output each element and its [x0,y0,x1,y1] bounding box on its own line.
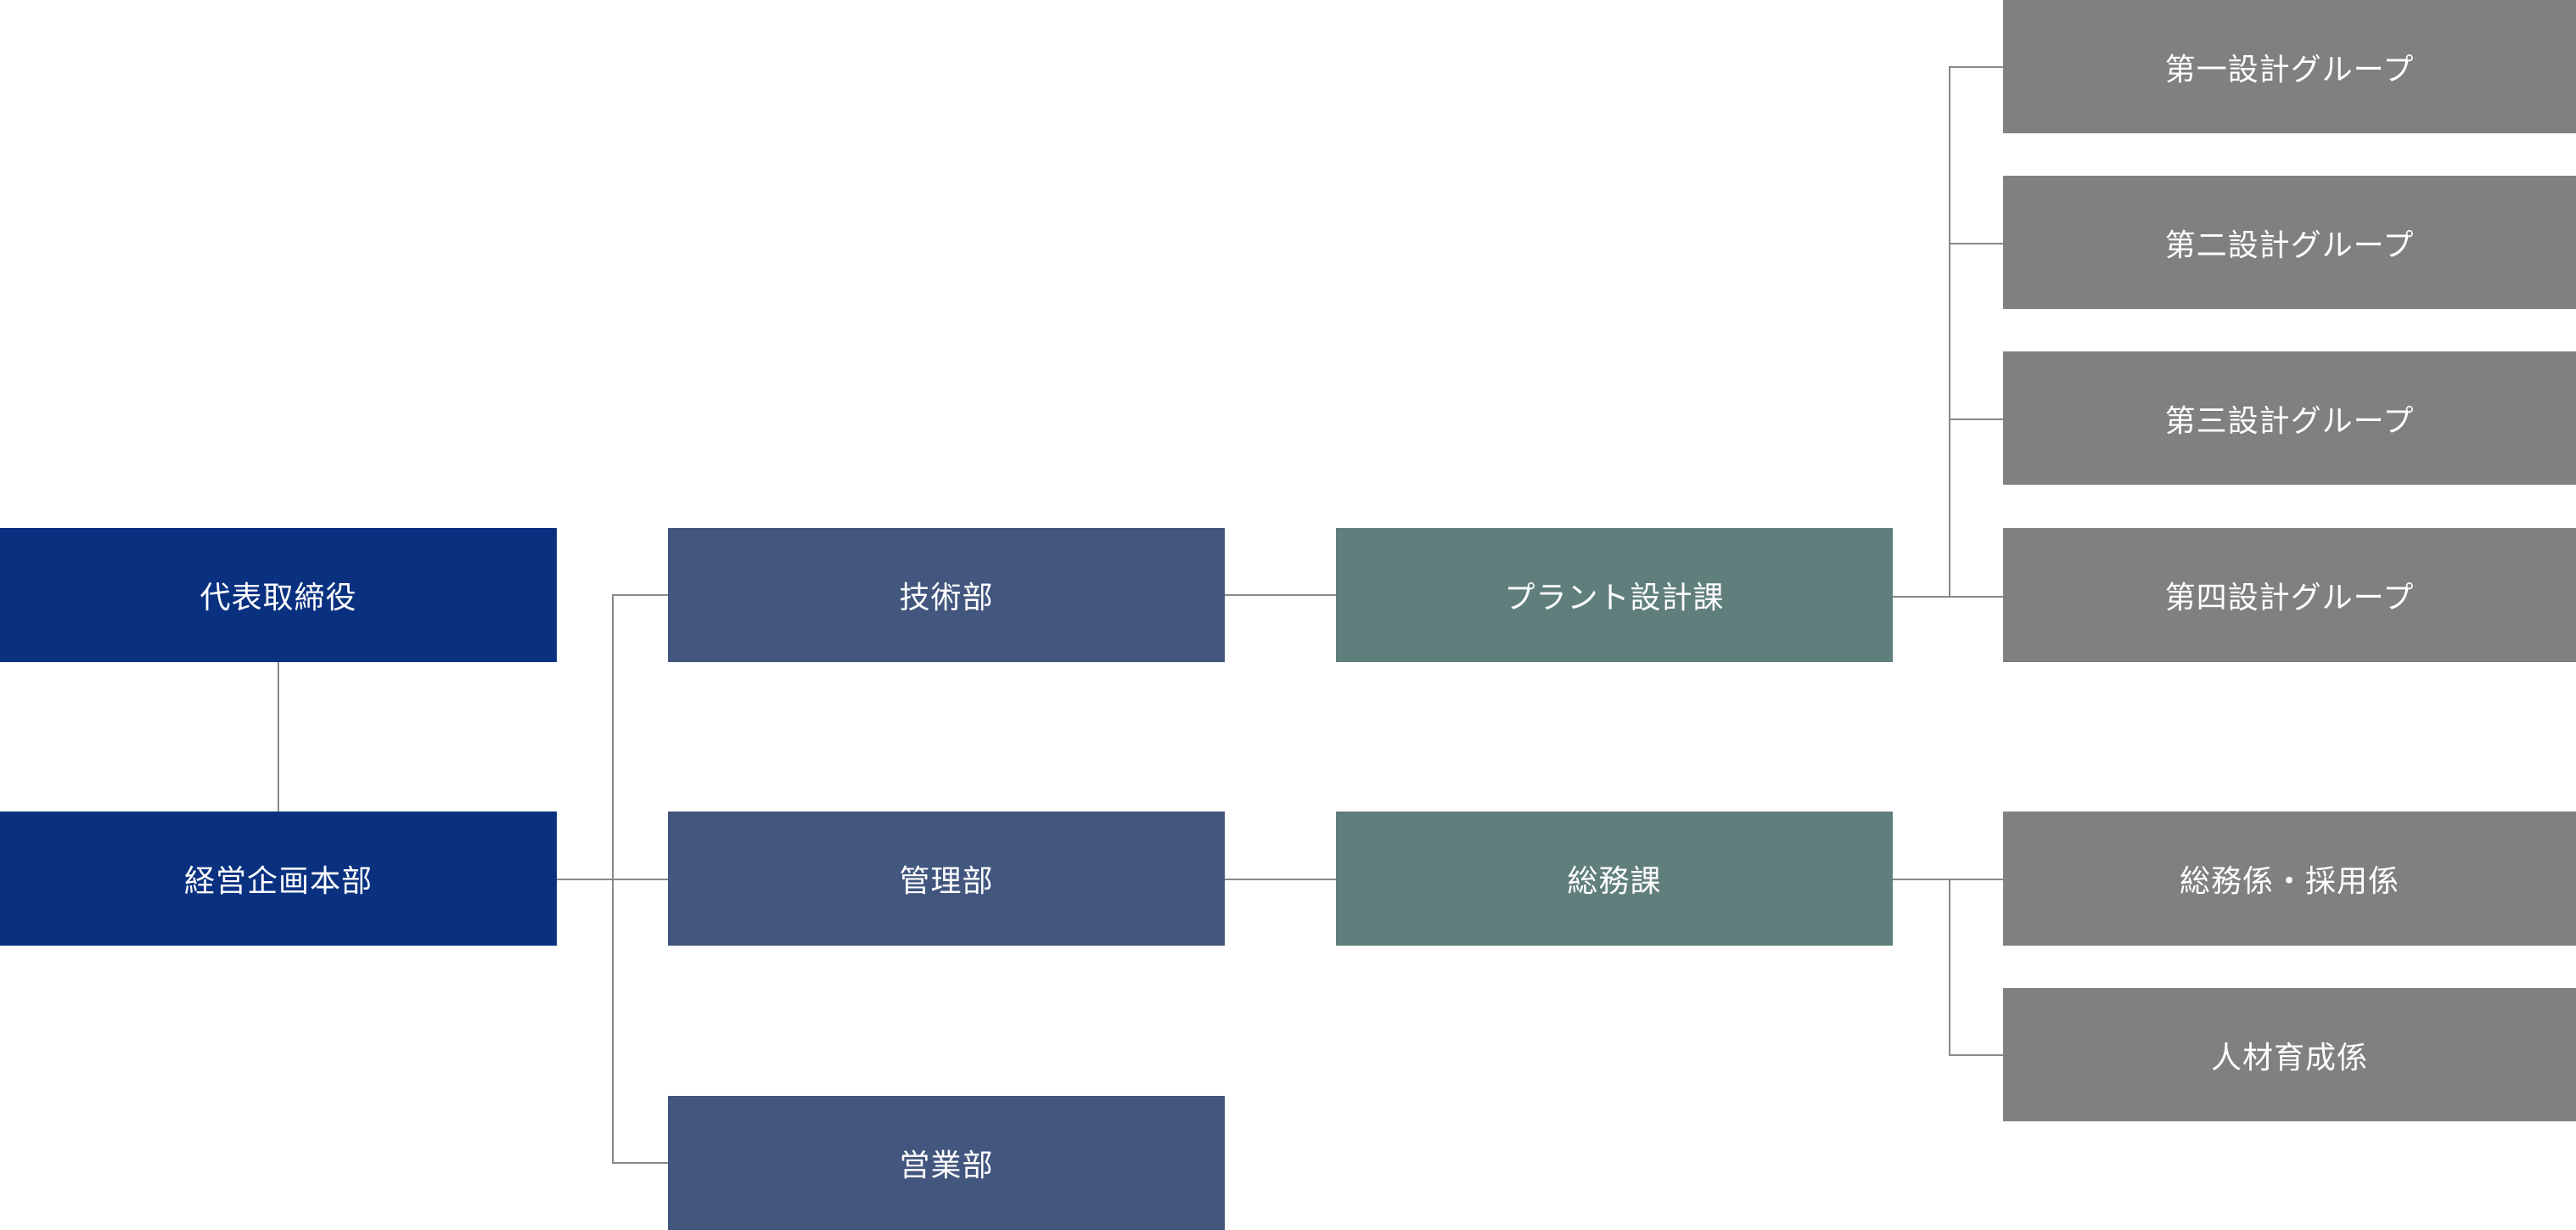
administration-department-label: 管理部 [899,864,994,899]
hr-development-box[interactable]: 人材育成係 [2003,988,2576,1121]
connector-plant-out [1892,596,2003,598]
planning-hq-box[interactable]: 経営企画本部 [0,812,557,946]
design-group-2-label: 第二設計グループ [2164,227,2415,263]
connector-to-sales [612,1162,668,1164]
connector-admin-to-affairs [1224,879,1336,880]
general-affairs-section-label: 総務課 [1567,864,1662,899]
ceo-box[interactable]: 代表取締役 [0,528,557,662]
design-group-2-box[interactable]: 第二設計グループ [2003,176,2576,309]
connector-affairs-trunk [1949,879,1950,1055]
connector-to-hr-development [1949,1054,2003,1056]
connector-ceo-to-planning [278,661,279,813]
administration-department-box[interactable]: 管理部 [668,812,1225,946]
connector-affairs-out [1892,879,2003,880]
design-group-4-box[interactable]: 第四設計グループ [2003,528,2576,662]
connector-engineering-to-plant [1224,594,1336,596]
design-group-3-label: 第三設計グループ [2164,403,2415,439]
connector-to-design-1 [1949,66,2003,68]
sales-department-label: 営業部 [899,1149,994,1183]
plant-design-section-box[interactable]: プラント設計課 [1336,528,1893,662]
connector-planning-out [556,879,613,880]
design-group-1-label: 第一設計グループ [2164,52,2415,87]
engineering-department-label: 技術部 [899,581,994,615]
connector-to-design-2 [1949,243,2003,244]
design-group-4-label: 第四設計グループ [2164,581,2415,615]
design-group-3-box[interactable]: 第三設計グループ [2003,351,2576,485]
sales-department-box[interactable]: 営業部 [668,1096,1225,1230]
plant-design-section-label: プラント設計課 [1504,581,1725,615]
hr-development-label: 人材育成係 [2210,1040,2368,1076]
connector-to-engineering [612,594,668,596]
engineering-department-box[interactable]: 技術部 [668,528,1225,662]
affairs-recruitment-label: 総務係・採用係 [2179,864,2399,899]
affairs-recruitment-box[interactable]: 総務係・採用係 [2003,812,2576,946]
connector-to-administration [612,879,668,880]
ceo-label: 代表取締役 [199,581,357,615]
general-affairs-section-box[interactable]: 総務課 [1336,812,1893,946]
connector-design-trunk [1949,66,1950,596]
connector-to-design-3 [1949,418,2003,420]
design-group-1-box[interactable]: 第一設計グループ [2003,0,2576,133]
planning-hq-label: 経営企画本部 [183,864,373,899]
